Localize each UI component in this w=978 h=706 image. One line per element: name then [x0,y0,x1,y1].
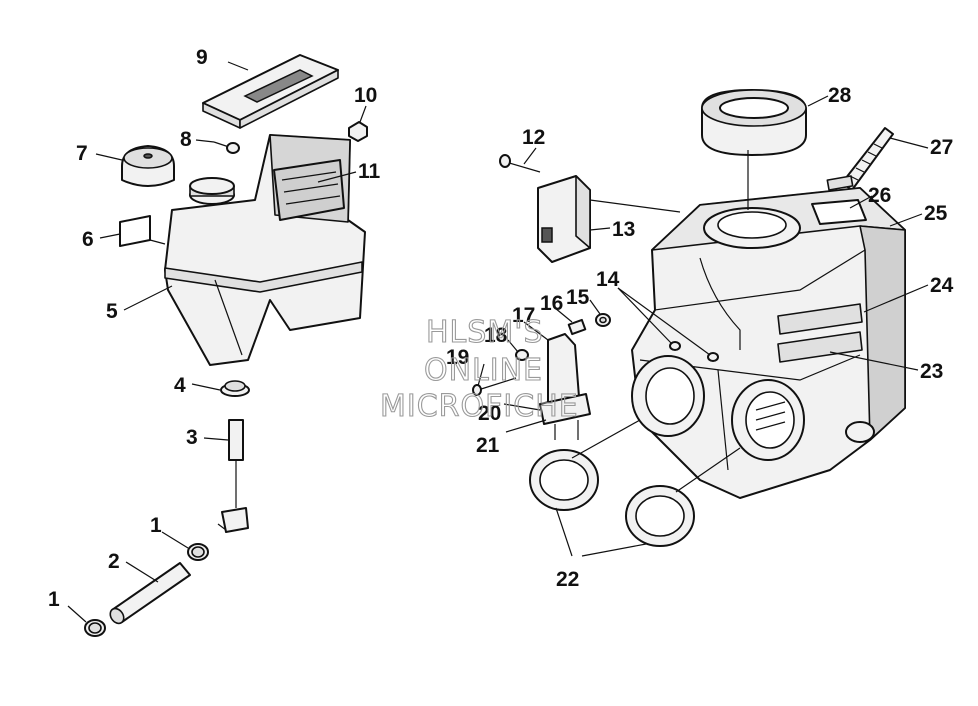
callout-6: 6 [82,228,94,251]
airbox-assembly [472,89,906,547]
part-strap [826,127,894,191]
part-screw [213,141,240,154]
callout-9: 9 [196,46,208,69]
part-fittings [669,341,719,362]
callout-10: 10 [354,84,377,107]
oil-tank-assembly [84,54,368,637]
callout-27: 27 [930,136,953,159]
callout-24: 24 [930,274,954,297]
callout-14: 14 [596,268,620,291]
part-bracket [539,333,591,440]
part-oil-pickup [217,419,249,533]
callout-1-lower: 1 [48,588,60,611]
part-hose-clamp-lower [84,619,106,637]
part-seal-ring-right [625,485,695,547]
callout-18: 18 [484,324,508,347]
part-bolt-19 [472,377,517,396]
callout-5: 5 [106,300,118,323]
callout-1-upper: 1 [150,514,162,537]
watermark-line-3: MICROFICHE [380,389,579,424]
part-washer-16 [567,318,587,336]
callout-7: 7 [76,142,88,165]
part-hose-clamp-upper [187,543,209,561]
callout-22: 22 [556,568,579,591]
watermark: HLSM'S ONLINE MICROFICHE [379,314,579,424]
callout-8: 8 [180,128,192,151]
callout-11: 11 [358,160,381,183]
callout-25: 25 [924,202,948,225]
callout-16: 16 [540,292,563,315]
part-seal-ring-left [529,449,599,511]
callout-labels: 1 1 2 3 4 5 6 7 8 9 10 11 12 13 14 15 16… [48,46,954,611]
callout-12: 12 [522,126,545,149]
callout-17: 17 [512,304,535,327]
part-decal [119,215,151,247]
watermark-line-2: ONLINE [424,353,543,388]
callout-28: 28 [828,84,852,107]
leader-lines [67,61,929,623]
callout-26: 26 [868,184,891,207]
part-washer-15 [595,313,611,327]
part-grommet [220,380,250,397]
callout-20: 20 [478,402,501,425]
part-tank-cap [121,145,175,187]
part-oil-tank [164,134,366,366]
part-module [537,175,681,263]
callout-2: 2 [108,550,120,573]
part-nut-18 [515,349,529,361]
callout-19: 19 [446,346,469,369]
callout-13: 13 [612,218,635,241]
part-bolt [499,154,541,173]
watermark-line-1: HLSM'S [426,315,544,350]
part-foam-ring [701,89,807,156]
callout-23: 23 [920,360,943,383]
callout-15: 15 [566,286,590,309]
callout-21: 21 [476,434,500,457]
callout-4: 4 [174,374,186,397]
part-tank-lid [202,54,339,129]
part-hose [109,562,191,625]
part-airbox [631,187,906,499]
part-nut [348,121,368,142]
callout-3: 3 [186,426,198,449]
